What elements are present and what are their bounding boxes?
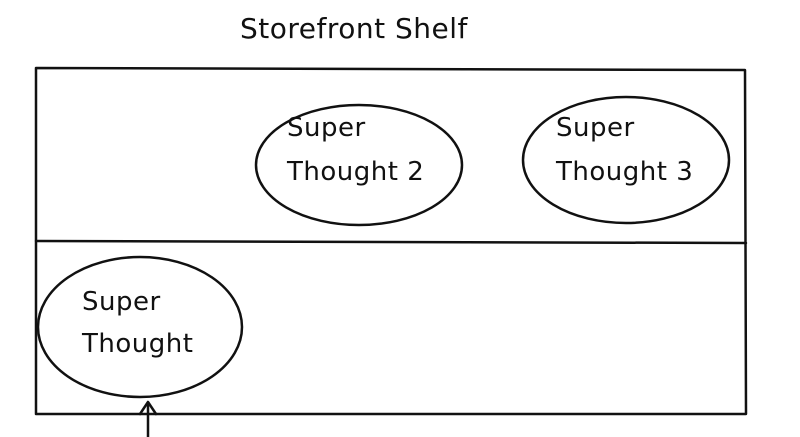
item-bubble xyxy=(254,103,464,227)
shelf-top: Super Thought 2 Super Thought 3 xyxy=(254,95,731,227)
item-super-thought-2: Super Thought 2 xyxy=(254,103,464,227)
shelf-frame xyxy=(34,66,748,416)
item-super-thought: Super Thought xyxy=(36,255,244,399)
diagram-title: Storefront Shelf xyxy=(240,12,469,45)
item-bubble xyxy=(36,255,244,399)
item-bubble xyxy=(521,95,731,225)
item-label-line2: Thought xyxy=(81,329,193,359)
item-label-line2: Thought 3 xyxy=(555,157,693,187)
item-label-line1: Super xyxy=(287,113,366,143)
item-label-line1: Super xyxy=(556,113,635,143)
up-arrow-icon xyxy=(138,400,158,437)
item-label-line1: Super xyxy=(82,287,161,317)
shelf-divider xyxy=(34,239,748,245)
item-label-line2: Thought 2 xyxy=(286,157,424,187)
shelf-bottom: Super Thought xyxy=(36,255,244,399)
item-super-thought-3: Super Thought 3 xyxy=(521,95,731,225)
